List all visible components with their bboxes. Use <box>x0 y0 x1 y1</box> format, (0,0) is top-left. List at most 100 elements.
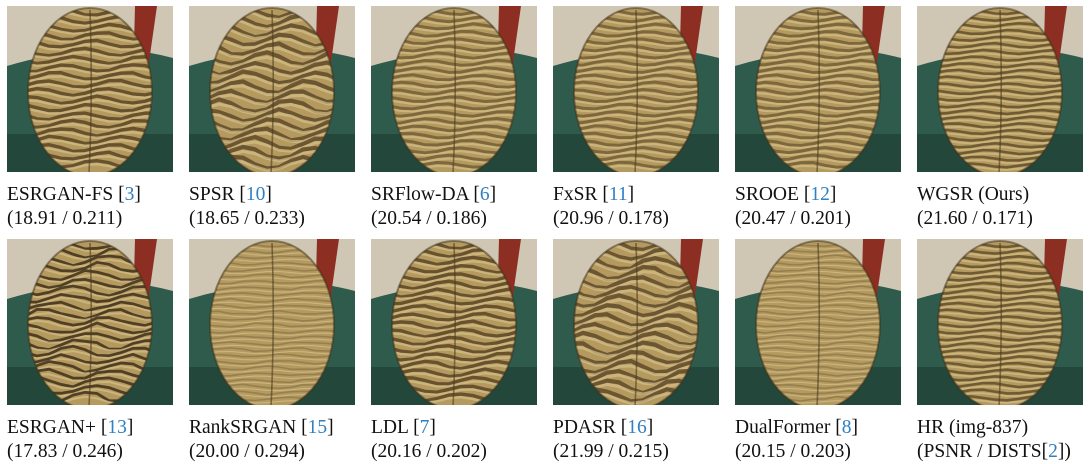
weave-stripe <box>756 316 880 322</box>
citation-link[interactable]: 13 <box>107 417 127 438</box>
basket-outline <box>209 240 335 405</box>
basket-crop-svg <box>735 239 901 405</box>
weave-stripe <box>938 115 1062 122</box>
weave-highlight <box>756 91 880 99</box>
weave-highlight <box>574 62 698 69</box>
weave-highlight <box>756 70 880 77</box>
weave-stripe <box>28 284 152 298</box>
caption-method-line: PDASR [16] <box>553 417 654 438</box>
dists-value: 0.201 <box>800 208 845 229</box>
caption-method-line: LDL [7] <box>371 417 436 438</box>
weave-stripe <box>938 128 1062 136</box>
dists-value: 0.294 <box>254 441 299 462</box>
caption-metrics-line: (18.91 / 0.211) <box>7 208 123 229</box>
weave-stripe <box>756 102 880 111</box>
weave-stripe <box>938 281 1062 289</box>
method-name: SRFlow-DA <box>371 184 469 205</box>
weave-stripe <box>28 102 152 113</box>
weave-highlight <box>938 85 1062 91</box>
basket-seam <box>998 9 1003 172</box>
citation-link[interactable]: 11 <box>608 184 628 205</box>
psnr-value: 20.00 <box>195 441 240 462</box>
citation-link[interactable]: 6 <box>479 184 490 205</box>
basket-crop-svg <box>189 6 355 172</box>
weave-highlight <box>756 301 880 306</box>
weave-stripe <box>392 87 516 97</box>
weave-highlight <box>938 365 1062 371</box>
weave-highlight <box>938 338 1062 344</box>
basket-crop-svg <box>7 239 173 405</box>
weave-stripe <box>574 80 698 90</box>
psnr-value: 21.60 <box>923 208 968 229</box>
citation-link[interactable]: 7 <box>419 417 430 438</box>
weave-stripe <box>392 343 516 355</box>
citation-link[interactable]: 15 <box>307 417 328 438</box>
panel-caption: LDL [7](20.16 / 0.202) <box>371 416 537 464</box>
weave-stripe <box>210 329 334 335</box>
weave-highlight <box>938 132 1062 138</box>
caption-method-line: ESRGAN-FS [3] <box>7 184 141 205</box>
dists-value: 0.203 <box>800 441 845 462</box>
weave-highlight <box>28 312 152 321</box>
citation-link[interactable]: 12 <box>810 184 830 205</box>
basket-outline <box>937 240 1063 405</box>
citation-link[interactable]: 3 <box>124 184 135 205</box>
weave-highlight <box>392 324 516 332</box>
weave-stripe <box>574 116 698 126</box>
weave-highlight <box>938 318 1062 324</box>
caption-metrics-line: (18.65 / 0.233) <box>189 208 305 229</box>
weave-highlight <box>392 348 516 356</box>
result-image <box>371 239 537 405</box>
basket-seam <box>270 242 275 405</box>
caption-method-line: SRFlow-DA [6] <box>371 184 497 205</box>
weave-highlight <box>210 357 334 361</box>
weave-stripe <box>938 122 1062 129</box>
weave-stripe <box>938 55 1062 62</box>
weave-highlight <box>210 332 334 336</box>
result-image <box>553 239 719 405</box>
weave-stripe <box>756 310 880 316</box>
citation-link[interactable]: 16 <box>627 417 647 438</box>
weave-highlight <box>210 363 334 367</box>
weave-stripe <box>210 303 334 309</box>
weave-stripe <box>210 286 334 291</box>
panel-caption: DualFormer [8](20.15 / 0.203) <box>735 416 901 464</box>
weave-highlight <box>938 358 1062 364</box>
weave-highlight <box>210 283 334 287</box>
psnr-value: 20.16 <box>377 441 422 462</box>
citation-link[interactable]: 2 <box>1048 441 1058 462</box>
psnr-value: 18.91 <box>13 208 58 229</box>
weave-stripe <box>28 118 152 130</box>
weave-stripe <box>574 340 698 358</box>
weave-highlight <box>938 325 1062 331</box>
caption-method-line: HR (img-837) <box>917 417 1029 438</box>
caption-metrics-line: (21.60 / 0.171) <box>917 208 1033 229</box>
weave-stripe <box>938 82 1062 89</box>
basket-outline <box>27 240 153 405</box>
weave-stripe <box>28 71 152 82</box>
weave-stripe <box>392 327 516 339</box>
comparison-panel: ESRGAN-FS [3] (18.91 / 0.211) <box>7 6 173 231</box>
weave-highlight <box>28 91 152 99</box>
weave-highlight <box>938 305 1062 311</box>
weave-stripe <box>392 124 516 133</box>
weave-stripe <box>938 75 1062 83</box>
weave-stripe <box>574 87 698 97</box>
citation-link[interactable]: 8 <box>841 417 852 438</box>
weave-stripe <box>210 69 334 87</box>
weave-highlight <box>392 70 516 77</box>
weave-highlight <box>392 121 516 128</box>
weave-highlight <box>392 113 516 120</box>
weave-stripe <box>210 297 334 303</box>
weave-highlight <box>28 67 152 75</box>
weave-stripe <box>756 51 880 60</box>
weave-stripe <box>756 304 880 309</box>
weave-highlight <box>574 307 698 321</box>
weave-stripe <box>756 353 880 359</box>
citation-link[interactable]: 10 <box>245 184 266 205</box>
result-image <box>917 6 1083 172</box>
basket-texture <box>210 8 334 172</box>
panel-caption: WGSR (Ours)(21.60 / 0.171) <box>917 183 1083 231</box>
weave-stripe <box>938 361 1062 369</box>
weave-stripe <box>210 335 334 340</box>
